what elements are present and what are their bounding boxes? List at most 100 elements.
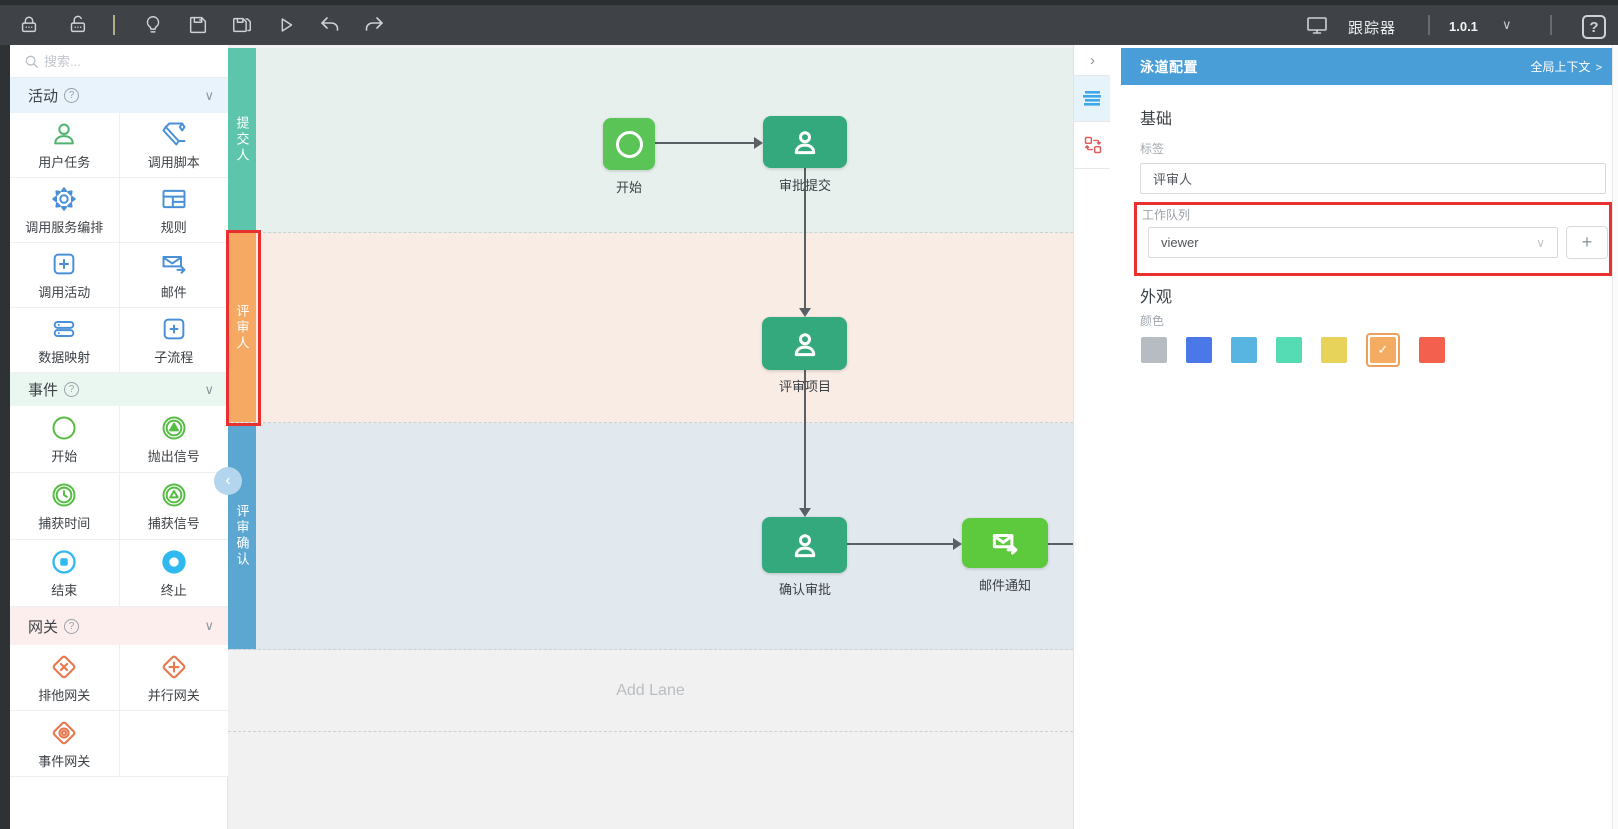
diagram-canvas[interactable]: 提交人 评审人 评审确认 Add Lane 开始 审批提交 评审项目 确认审批 (228, 45, 1073, 829)
color-caption: 颜色 (1140, 314, 1165, 328)
palette-item-label: 调用活动 (38, 285, 91, 300)
edge-confirm-to-mail[interactable] (847, 538, 962, 550)
swimlane-header-submitter[interactable]: 提交人 (228, 48, 256, 232)
activities-grid: 用户任务 调用脚本 调用服务编排 规则 调用活动 邮件 (10, 113, 228, 373)
palette-item-data-mapping[interactable]: 数据映射 (10, 308, 119, 372)
lock-open-icon[interactable] (60, 8, 94, 42)
color-swatch-red[interactable] (1419, 337, 1445, 363)
top-toolbar: 跟踪器 1.0.1 ∨ ? (0, 0, 1618, 45)
events-grid: 开始 抛出信号 捕获时间 捕获信号 结束 终止 (10, 406, 228, 607)
mail-icon (992, 534, 1018, 555)
lane-label-input[interactable] (1140, 163, 1606, 194)
palette-item-parallel-gateway[interactable]: 并行网关 (119, 645, 228, 710)
sidebar-collapse-handle[interactable]: ‹ (214, 467, 242, 495)
help-circle-icon: ? (64, 618, 80, 634)
section-title: 活动 (28, 88, 59, 105)
exclusive-gateway-icon (49, 652, 79, 682)
monitor-icon[interactable] (1300, 8, 1334, 42)
node-user-task-confirm[interactable] (762, 517, 847, 573)
color-swatch-orange-selected[interactable]: ✓ (1366, 333, 1400, 367)
node-mail-task[interactable] (962, 518, 1048, 568)
chevron-down-icon[interactable]: ∨ (204, 381, 214, 397)
start-event-icon (50, 413, 78, 443)
palette-item-label: 排他网关 (38, 687, 91, 703)
palette-item-call-service[interactable]: 调用服务编排 (10, 178, 119, 242)
version-label[interactable]: 1.0.1 (1449, 19, 1478, 34)
swimlane-label: 评审确认 (234, 504, 250, 568)
data-mapping-icon (50, 314, 78, 344)
edge-submit-to-review[interactable] (799, 168, 811, 317)
redo-icon[interactable] (357, 8, 391, 42)
palette-item-start[interactable]: 开始 (10, 406, 119, 472)
search-input[interactable] (44, 49, 214, 73)
tracker-button[interactable]: 跟踪器 (1348, 20, 1397, 37)
global-context-link[interactable]: 全局上下文> (1531, 58, 1602, 75)
palette-item-label: 邮件 (160, 285, 187, 300)
subprocess-icon (160, 314, 188, 344)
color-swatch-mint[interactable] (1276, 337, 1302, 363)
palette-item-label: 调用脚本 (147, 155, 200, 170)
palette-item-label: 捕获信号 (147, 516, 200, 531)
chevron-down-icon[interactable]: ∨ (204, 87, 214, 103)
palette-item-mail[interactable]: 邮件 (119, 243, 228, 307)
section-header-events[interactable]: 事件 ? ∨ (10, 373, 228, 406)
tab-lane-config[interactable] (1074, 76, 1111, 122)
swimlane-header-review-confirm[interactable]: 评审确认 (228, 423, 256, 649)
section-header-activities[interactable]: 活动 ? ∨ (10, 78, 228, 113)
palette-item-catch-signal[interactable]: 捕获信号 (119, 473, 228, 539)
lightbulb-icon[interactable] (136, 8, 170, 42)
node-start-event[interactable] (603, 118, 655, 170)
palette-item-call-script[interactable]: 调用脚本 (119, 113, 228, 177)
lanes-icon (1082, 90, 1101, 106)
run-icon[interactable] (269, 8, 303, 42)
node-label: 开始 (615, 180, 642, 195)
swimlane-review-confirm[interactable]: 评审确认 (228, 423, 1073, 650)
palette-item-catch-timer[interactable]: 捕获时间 (10, 473, 119, 539)
node-label: 评审项目 (778, 379, 831, 394)
search-icon (25, 55, 38, 68)
save-all-icon[interactable] (225, 8, 259, 42)
edge-mail-outgoing[interactable] (1048, 543, 1073, 545)
palette-item-throw-signal[interactable]: 抛出信号 (119, 406, 228, 472)
panel-scrollbar-track[interactable] (1612, 45, 1618, 829)
add-lane-button[interactable]: Add Lane (228, 650, 1073, 732)
chevron-down-icon[interactable]: ∨ (1502, 17, 1512, 32)
color-swatch-blue[interactable] (1186, 337, 1212, 363)
palette-item-exclusive-gateway[interactable]: 排他网关 (10, 645, 119, 710)
color-swatch-skyblue[interactable] (1231, 337, 1257, 363)
swimlane-header-reviewer[interactable]: 评审人 (228, 233, 256, 422)
swimlane-reviewer[interactable]: 评审人 (228, 233, 1073, 423)
palette-item-terminate[interactable]: 终止 (119, 540, 228, 606)
palette-item-subprocess[interactable]: 子流程 (119, 308, 228, 372)
section-header-gateways[interactable]: 网关 ? ∨ (10, 607, 228, 645)
palette-item-event-gateway[interactable]: 事件网关 (10, 711, 119, 776)
palette-item-end[interactable]: 结束 (10, 540, 119, 606)
user-task-icon (50, 119, 78, 149)
edge-start-to-submit[interactable] (655, 137, 763, 149)
lock-closed-icon[interactable] (12, 8, 46, 42)
user-icon (794, 534, 815, 558)
work-queue-select[interactable]: viewer ∨ (1148, 227, 1558, 258)
node-user-task-submit[interactable] (763, 116, 847, 168)
tab-transform-config[interactable] (1074, 122, 1111, 169)
color-swatch-yellow[interactable] (1321, 337, 1347, 363)
catch-signal-icon (160, 480, 188, 510)
save-icon[interactable] (181, 8, 215, 42)
undo-icon[interactable] (313, 8, 347, 42)
panel-collapse-button[interactable]: › (1074, 45, 1111, 76)
color-swatch-gray[interactable] (1141, 337, 1167, 363)
add-queue-button[interactable]: + (1566, 226, 1608, 259)
chevron-down-icon[interactable]: ∨ (204, 618, 214, 633)
window-left-edge (0, 45, 10, 829)
palette-item-user-task[interactable]: 用户任务 (10, 113, 119, 177)
swimlane-label: 评审人 (234, 303, 250, 352)
help-icon[interactable]: ? (1582, 15, 1606, 39)
palette-item-label: 事件网关 (38, 753, 91, 769)
edge-review-to-confirm[interactable] (799, 370, 811, 517)
label-field-caption: 标签 (1140, 142, 1165, 156)
node-user-task-review[interactable] (762, 317, 847, 370)
panel-header: 泳道配置 全局上下文> (1121, 48, 1612, 85)
palette-item-call-activity[interactable]: 调用活动 (10, 243, 119, 307)
palette-item-label: 结束 (51, 583, 78, 598)
palette-item-rule[interactable]: 规则 (119, 178, 228, 242)
